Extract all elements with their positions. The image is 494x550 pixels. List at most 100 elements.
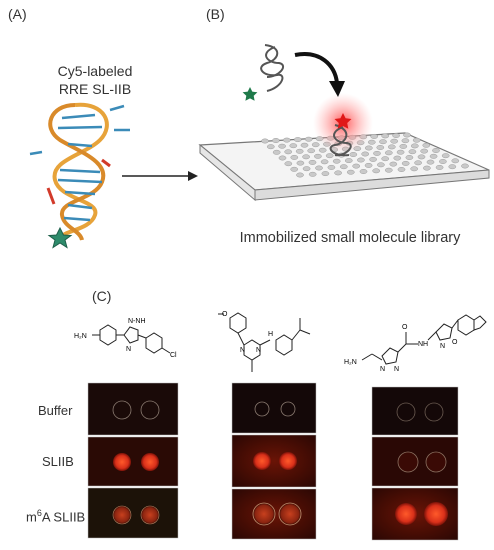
probe-title: Cy5-labeled RRE SL-IIB bbox=[40, 62, 150, 98]
free-rna-icon bbox=[260, 44, 285, 92]
plate-well bbox=[376, 145, 385, 150]
plate-well bbox=[349, 152, 358, 157]
plate-well bbox=[307, 148, 315, 154]
rna-red-accent-2 bbox=[101, 158, 111, 168]
row-label-m6a-prefix: m bbox=[26, 509, 37, 525]
plate-well bbox=[397, 167, 406, 172]
plate-well bbox=[359, 169, 368, 174]
rna-hairpin-illustration bbox=[29, 102, 130, 249]
plate-well bbox=[370, 134, 378, 139]
plate-well bbox=[439, 159, 447, 164]
plate-well bbox=[377, 162, 385, 168]
binding-arrow-head bbox=[329, 81, 345, 97]
rna-backbone-2 bbox=[48, 103, 106, 241]
compound-2-structure: O H N N bbox=[218, 311, 311, 372]
panel-a-label: (A) bbox=[8, 6, 27, 22]
plate-well bbox=[414, 160, 422, 166]
probe-title-line1: Cy5-labeled bbox=[57, 63, 133, 79]
red-star-icon bbox=[334, 113, 352, 129]
plate-well bbox=[420, 148, 428, 154]
row-label-m6a-suffix: A SLIIB bbox=[41, 509, 86, 525]
plate-well bbox=[429, 153, 438, 159]
plate-well bbox=[451, 158, 460, 164]
plate-well bbox=[289, 143, 298, 149]
compound-3-o2: O bbox=[452, 339, 458, 346]
plate-well bbox=[308, 171, 317, 177]
compound-1-n: N bbox=[126, 346, 131, 353]
plate-well bbox=[261, 138, 269, 144]
process-arrow bbox=[122, 171, 198, 181]
plate-well bbox=[272, 138, 280, 143]
plate-well bbox=[412, 137, 421, 143]
plate-well bbox=[405, 155, 414, 160]
bound-rna-icon bbox=[329, 124, 352, 157]
plate-well bbox=[321, 171, 330, 177]
plate-well bbox=[390, 138, 398, 144]
plate-well bbox=[283, 137, 291, 143]
rna-loose-bases bbox=[29, 104, 130, 156]
plate-well bbox=[384, 167, 393, 173]
row-label-buffer: Buffer bbox=[38, 403, 73, 418]
plate-well bbox=[461, 163, 469, 169]
plate-well bbox=[357, 157, 365, 163]
plate-well bbox=[401, 160, 410, 166]
panel-c-label: (C) bbox=[92, 288, 112, 304]
compound-1-nh2: H₂N bbox=[74, 333, 87, 340]
row-label-sliib: SLIIB bbox=[42, 454, 74, 469]
compound-2-n2: N bbox=[256, 347, 261, 354]
row-label-m6a-sliib: m6A SLIIB bbox=[26, 508, 85, 524]
plate-well bbox=[361, 151, 369, 157]
plate-well bbox=[422, 142, 431, 148]
probe-title-line2: RRE SL-IIB bbox=[58, 81, 132, 97]
plate-well bbox=[308, 159, 317, 165]
image-column-2 bbox=[231, 382, 317, 540]
plate-well bbox=[381, 156, 389, 162]
plate-side-edge bbox=[199, 143, 256, 202]
plate-well bbox=[403, 132, 411, 138]
plate-well bbox=[344, 158, 353, 164]
plate-well bbox=[448, 164, 457, 170]
compound-2-nh: H bbox=[268, 331, 273, 338]
plate-well bbox=[367, 139, 376, 145]
plate-well bbox=[381, 133, 389, 139]
plate-well bbox=[364, 162, 373, 168]
compound-3-structure: H₂N O NH N N N O bbox=[344, 314, 487, 373]
plate-well bbox=[284, 149, 292, 155]
plate-well bbox=[294, 137, 302, 143]
plate-well bbox=[435, 164, 444, 170]
plate-well bbox=[387, 144, 396, 150]
plate-well bbox=[389, 161, 398, 167]
compound-3-n3: N bbox=[440, 343, 445, 350]
plate-well bbox=[320, 159, 329, 165]
image-column-1 bbox=[87, 382, 179, 539]
compound-3-n2: N bbox=[394, 366, 399, 373]
plate-well bbox=[346, 169, 355, 175]
plate-well bbox=[369, 156, 377, 162]
plate-well bbox=[373, 150, 381, 156]
plate-well bbox=[315, 165, 323, 171]
plate-well bbox=[314, 153, 322, 159]
binding-arrow bbox=[294, 52, 339, 84]
plate-well bbox=[295, 148, 304, 154]
plate-well bbox=[296, 160, 305, 166]
compound-2-o: O bbox=[222, 311, 228, 318]
panel-b-label: (B) bbox=[206, 6, 225, 22]
rna-base-pairs bbox=[57, 113, 103, 222]
library-caption: Immobilized small molecule library bbox=[239, 230, 461, 246]
plate-well bbox=[372, 168, 380, 174]
plate-well bbox=[392, 133, 400, 138]
plate-well bbox=[408, 149, 417, 155]
plate-well bbox=[302, 166, 311, 172]
plate-well bbox=[284, 161, 293, 167]
plate-well bbox=[364, 145, 373, 151]
plate-well bbox=[410, 166, 418, 172]
plate-well bbox=[334, 170, 342, 176]
image-column-3 bbox=[371, 386, 459, 541]
plate-well bbox=[290, 154, 299, 160]
compound-1-nh: N-NH bbox=[128, 318, 146, 325]
plate-well bbox=[396, 149, 405, 155]
plate-well bbox=[318, 147, 327, 153]
row-label-m6a-sup: 6 bbox=[36, 508, 42, 518]
compound-3-n1: N bbox=[380, 366, 385, 373]
compound-3-o: O bbox=[402, 324, 408, 331]
